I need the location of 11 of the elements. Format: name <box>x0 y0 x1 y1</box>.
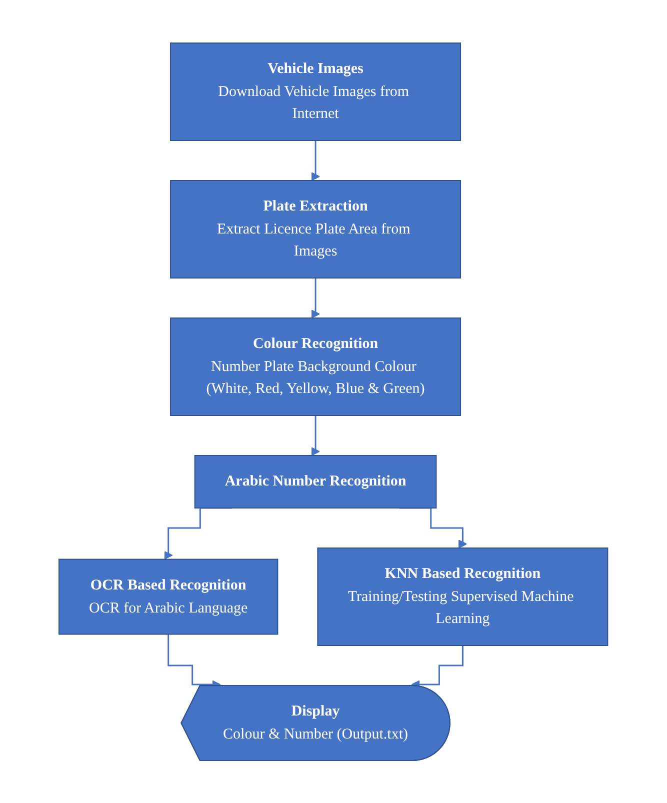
node-box: Plate Extraction Extract Licence Plate Area from Images <box>170 180 462 278</box>
node-box: Vehicle Images Download Vehicle Images from Internet <box>170 42 462 141</box>
node-box: KNN Based Recognition Training/Testing Supervised Machine Learning <box>317 547 608 646</box>
arrow <box>311 140 320 181</box>
node-box: OCR Based Recognition OCR for Arabic Language <box>58 558 278 634</box>
node-box: Colour Recognition Number Plate Background Colour (White, Red, Yellow, Blue & Green) <box>170 317 462 416</box>
arrow <box>311 277 320 318</box>
arrow <box>311 414 320 456</box>
arrow <box>399 507 468 548</box>
node-box: Arabic Number Recognition <box>194 454 437 508</box>
arrow <box>164 507 232 560</box>
